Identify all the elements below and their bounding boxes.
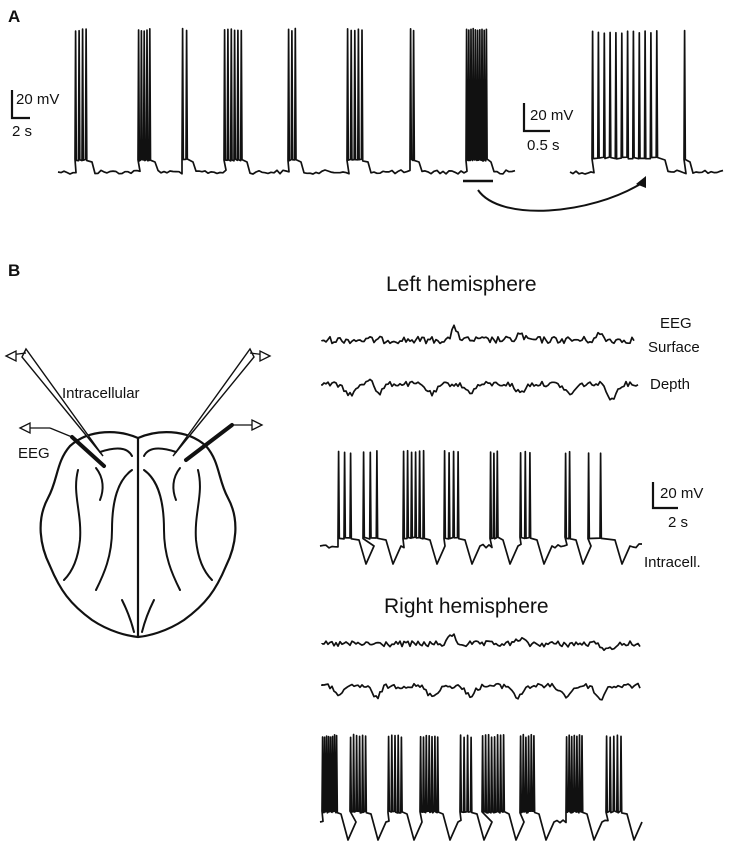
panel-b-scale-bar	[651, 482, 678, 510]
intracellular-label: Intracellular	[62, 385, 140, 402]
eeg-label: EEG	[660, 315, 692, 332]
panel-b-label: B	[8, 261, 20, 280]
intracell-label: Intracell.	[644, 554, 701, 571]
panel-a-zoom-scale-time: 0.5 s	[527, 137, 560, 154]
panel-a-scale-bar	[10, 90, 30, 120]
sulcus-right-1	[143, 447, 177, 457]
sulcus-left-5	[121, 599, 135, 633]
zoom-arrow-head	[636, 176, 646, 188]
panel-a-scale-time: 2 s	[12, 123, 32, 140]
panel-a-zoom-scale-voltage: 20 mV	[530, 107, 573, 124]
schematic-eeg-label: EEG	[18, 445, 50, 462]
zoom-arrow	[477, 182, 643, 212]
panel-a-trace-zoom	[569, 29, 724, 175]
intracellular-electrode-left	[4, 347, 104, 457]
sulcus-left-1	[99, 447, 133, 457]
intracellular-electrode-right	[172, 347, 272, 457]
panel-b-scale-time: 2 s	[668, 514, 688, 531]
sulcus-left-2	[95, 469, 133, 591]
right-surface-eeg-trace	[321, 633, 641, 652]
left-hemisphere-title: Left hemisphere	[386, 273, 537, 296]
sulcus-right-4	[172, 467, 181, 501]
surface-label: Surface	[648, 339, 700, 356]
sulcus-left-4	[95, 467, 104, 501]
panel-a-trace-main	[57, 27, 516, 175]
right-depth-eeg-trace	[321, 682, 641, 701]
right-hemisphere-title: Right hemisphere	[384, 595, 549, 618]
sulcus-right-5	[141, 599, 155, 633]
sulcus-left-3	[63, 469, 82, 581]
depth-label: Depth	[650, 376, 690, 393]
left-intracellular-trace	[319, 449, 642, 565]
panel-b-scale-voltage: 20 mV	[660, 485, 703, 502]
right-intracellular-trace	[319, 733, 643, 841]
left-surface-eeg-trace	[321, 324, 635, 345]
eeg-electrode-left	[18, 421, 106, 468]
panel-a-label: A	[8, 7, 20, 26]
eeg-electrode-right	[184, 418, 264, 462]
panel-a-scale-voltage: 20 mV	[16, 91, 59, 108]
panel-a-zoom-scale-bar	[522, 103, 550, 133]
sulcus-right-3	[194, 469, 213, 581]
sulcus-right-2	[143, 469, 181, 591]
brain-schematic	[39, 431, 237, 639]
left-depth-eeg-trace	[321, 378, 639, 401]
